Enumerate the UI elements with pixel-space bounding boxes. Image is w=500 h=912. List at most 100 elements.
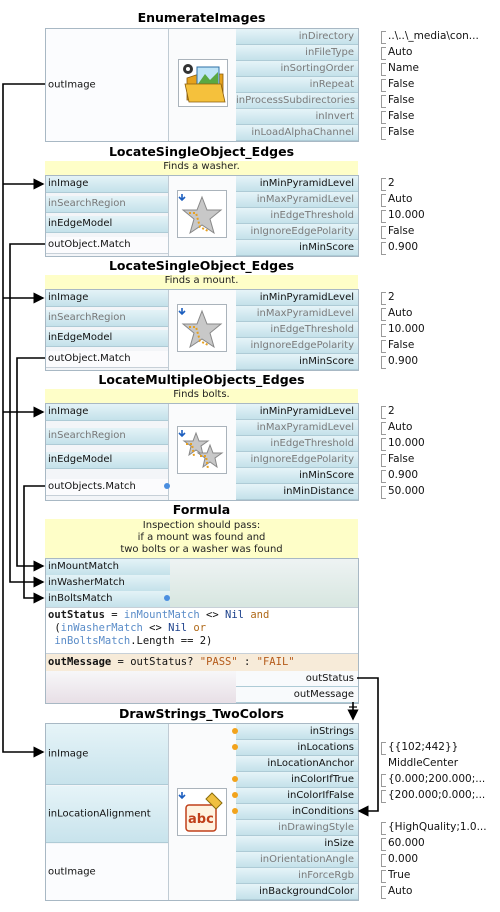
param-inConditions[interactable]: inConditions	[236, 804, 358, 820]
input-inEdgeModel[interactable]: inEdgeModel	[46, 452, 170, 469]
wire-mount-match	[16, 357, 45, 572]
param-value[interactable]: Name	[388, 62, 419, 74]
param-value[interactable]: {0.000;200.000;...	[388, 773, 486, 785]
param-inSortingOrder[interactable]: inSortingOrder	[236, 61, 358, 77]
param-value[interactable]: Auto	[388, 193, 413, 205]
param-inDrawingStyle[interactable]: inDrawingStyle	[236, 820, 358, 836]
param-value[interactable]: 2	[388, 405, 395, 417]
output-outMessage[interactable]: outMessage	[236, 687, 358, 703]
param-value[interactable]: False	[388, 225, 415, 237]
draw-text-icon: abc	[177, 788, 227, 836]
param-value[interactable]: MiddleCenter	[388, 757, 459, 769]
param-inRepeat[interactable]: inRepeat	[236, 77, 358, 93]
param-value[interactable]: 10.000	[388, 437, 425, 449]
input-inImage[interactable]: inImage	[46, 404, 170, 421]
draw-strings-block[interactable]: inImage inLocationAlignment outImage abc…	[45, 723, 359, 901]
param-inBackgroundColor[interactable]: inBackgroundColor	[236, 884, 358, 900]
param-inMinScore[interactable]: inMinScore	[236, 354, 358, 370]
param-value[interactable]: 50.000	[388, 485, 425, 497]
param-value[interactable]: False	[388, 126, 415, 138]
input-inImage[interactable]: inImage	[46, 290, 170, 307]
param-inColorIfFalse[interactable]: inColorIfFalse	[236, 788, 358, 804]
param-inColorIfTrue[interactable]: inColorIfTrue	[236, 772, 358, 788]
param-value[interactable]: False	[388, 78, 415, 90]
param-value[interactable]: 10.000	[388, 209, 425, 221]
output-outImage[interactable]: outImage	[46, 844, 168, 900]
param-inMinPyramidLevel[interactable]: inMinPyramidLevel	[236, 176, 358, 192]
param-inEdgeThreshold[interactable]: inEdgeThreshold	[236, 436, 358, 452]
input-inImage[interactable]: inImage	[46, 176, 170, 193]
formula-block[interactable]: inMountMatch inWasherMatch inBoltsMatch …	[45, 558, 359, 704]
param-value[interactable]: False	[388, 453, 415, 465]
input-inEdgeModel[interactable]: inEdgeModel	[46, 216, 170, 233]
param-inForceRgb[interactable]: inForceRgb	[236, 868, 358, 884]
param-inFileType[interactable]: inFileType	[236, 45, 358, 61]
param-inMaxPyramidLevel[interactable]: inMaxPyramidLevel	[236, 192, 358, 208]
output-outObject-Match[interactable]: outObject.Match	[46, 237, 170, 254]
param-inProcessSubdirectories[interactable]: inProcessSubdirectories	[236, 93, 358, 109]
param-inIgnoreEdgePolarity[interactable]: inIgnoreEdgePolarity	[236, 224, 358, 240]
param-inMinPyramidLevel[interactable]: inMinPyramidLevel	[236, 290, 358, 306]
param-inDirectory[interactable]: inDirectory	[236, 29, 358, 45]
param-value[interactable]: 10.000	[388, 323, 425, 335]
param-inLoadAlphaChannel[interactable]: inLoadAlphaChannel	[236, 125, 358, 141]
param-inLocationAnchor[interactable]: inLocationAnchor	[236, 756, 358, 772]
input-inImage[interactable]: inImage	[46, 724, 168, 785]
svg-text:abc: abc	[188, 812, 214, 827]
param-value[interactable]: 0.900	[388, 241, 419, 253]
param-value[interactable]: False	[388, 94, 415, 106]
input-inSearchRegion[interactable]: inSearchRegion	[46, 310, 170, 327]
param-inIgnoreEdgePolarity[interactable]: inIgnoreEdgePolarity	[236, 338, 358, 354]
wire-outImage	[2, 83, 45, 758]
param-inMinScore[interactable]: inMinScore	[236, 240, 358, 256]
locate-mount-block[interactable]: inImage inSearchRegion inEdgeModel outOb…	[45, 289, 359, 371]
input-inSearchRegion[interactable]: inSearchRegion	[46, 196, 170, 213]
param-value[interactable]: False	[388, 339, 415, 351]
param-value[interactable]: {{102;442}}	[388, 741, 459, 753]
param-value[interactable]: {200.000;0.000;...	[388, 789, 486, 801]
param-value[interactable]: True	[388, 869, 411, 881]
param-inMinPyramidLevel[interactable]: inMinPyramidLevel	[236, 404, 358, 420]
param-value[interactable]: ..\..\_media\con...	[388, 30, 479, 42]
input-inSearchRegion[interactable]: inSearchRegion	[46, 428, 170, 445]
param-value[interactable]: 0.900	[388, 355, 419, 367]
param-value[interactable]: False	[388, 110, 415, 122]
param-value[interactable]: Auto	[388, 46, 413, 58]
param-inEdgeThreshold[interactable]: inEdgeThreshold	[236, 322, 358, 338]
param-value[interactable]: 60.000	[388, 837, 425, 849]
param-value[interactable]: 2	[388, 291, 395, 303]
input-inEdgeModel[interactable]: inEdgeModel	[46, 330, 170, 347]
input-inLocationAlignment[interactable]: inLocationAlignment	[46, 786, 168, 843]
output-outObject-Match[interactable]: outObject.Match	[46, 351, 170, 368]
param-inSize[interactable]: inSize	[236, 836, 358, 852]
param-value[interactable]: Auto	[388, 421, 413, 433]
param-value[interactable]: 0.900	[388, 469, 419, 481]
param-value[interactable]: Auto	[388, 307, 413, 319]
output-outObjects-Match[interactable]: outObjects.Match	[46, 479, 170, 496]
param-inOrientationAngle[interactable]: inOrientationAngle	[236, 852, 358, 868]
locate-bolts-block[interactable]: inImage inSearchRegion inEdgeModel outOb…	[45, 403, 359, 501]
locate-bolts-description: Finds bolts.	[45, 389, 358, 403]
param-inEdgeThreshold[interactable]: inEdgeThreshold	[236, 208, 358, 224]
param-inMaxPyramidLevel[interactable]: inMaxPyramidLevel	[236, 306, 358, 322]
param-inMinDistance[interactable]: inMinDistance	[236, 484, 358, 500]
param-value[interactable]: 2	[388, 177, 395, 189]
star-template-icon	[177, 304, 227, 352]
param-inLocations[interactable]: inLocations	[236, 740, 358, 756]
param-inInvert[interactable]: inInvert	[236, 109, 358, 125]
formula-line-1: outStatus = inMountMatch <> Nil and	[48, 609, 270, 621]
param-value[interactable]: {HighQuality;1.0...	[388, 821, 487, 833]
param-inMaxPyramidLevel[interactable]: inMaxPyramidLevel	[236, 420, 358, 436]
output-outStatus[interactable]: outStatus	[236, 671, 358, 687]
param-inIgnoreEdgePolarity[interactable]: inIgnoreEdgePolarity	[236, 452, 358, 468]
param-inStrings[interactable]: inStrings	[236, 724, 358, 740]
param-value[interactable]: Auto	[388, 885, 413, 897]
enumerate-images-output-port[interactable]: outImage	[46, 29, 168, 141]
locate-washer-block[interactable]: inImage inSearchRegion inEdgeModel outOb…	[45, 175, 359, 257]
locate-washer-description: Finds a washer.	[45, 161, 358, 175]
formula-code[interactable]: outStatus = inMountMatch <> Nil and (inW…	[46, 607, 358, 654]
param-inMinScore[interactable]: inMinScore	[236, 468, 358, 484]
wire-status-conditions	[357, 677, 379, 817]
param-value[interactable]: 0.000	[388, 853, 419, 865]
enumerate-images-block[interactable]: outImage inDirectory inFileType inSortin…	[45, 28, 359, 142]
